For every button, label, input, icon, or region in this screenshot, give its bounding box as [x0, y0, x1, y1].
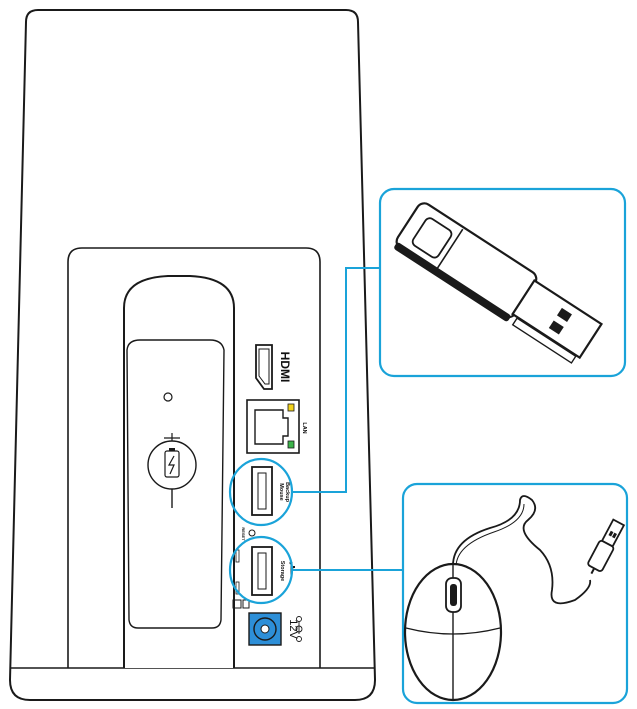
usb-lower-label: Storage — [279, 561, 285, 581]
usb-flash-drive-icon — [394, 202, 603, 364]
lan-led-green — [287, 440, 295, 449]
rear-panel — [67, 247, 321, 668]
usb-upper-label-line1: Mouse — [278, 483, 284, 500]
indicator-hole — [163, 392, 173, 402]
usb-mouse-icon — [403, 495, 626, 702]
usb-port-upper: Mouse Backup — [251, 466, 290, 516]
usb-port-lower: Storage — [251, 546, 295, 596]
flash-drive-callout — [378, 187, 627, 378]
lan-port: LAN — [246, 399, 307, 454]
battery-charging-icon — [147, 433, 197, 508]
reset-button: RESET — [241, 527, 256, 541]
dc-power-jack: 12V — [248, 612, 303, 646]
hdmi-port: HDMI — [255, 344, 292, 390]
hdmi-label: HDMI — [278, 352, 292, 383]
power-voltage-label: 12V — [287, 619, 299, 639]
mouse-callout — [401, 482, 629, 705]
battery-cradle — [123, 275, 235, 668]
dc-polarity-icon — [295, 616, 303, 642]
lan-label: LAN — [301, 422, 307, 433]
lan-led-yellow — [287, 403, 295, 412]
callout-connector-upper — [292, 267, 380, 493]
reset-label: RESET — [241, 527, 246, 541]
usb-upper-label-line2: Backup — [284, 482, 290, 503]
